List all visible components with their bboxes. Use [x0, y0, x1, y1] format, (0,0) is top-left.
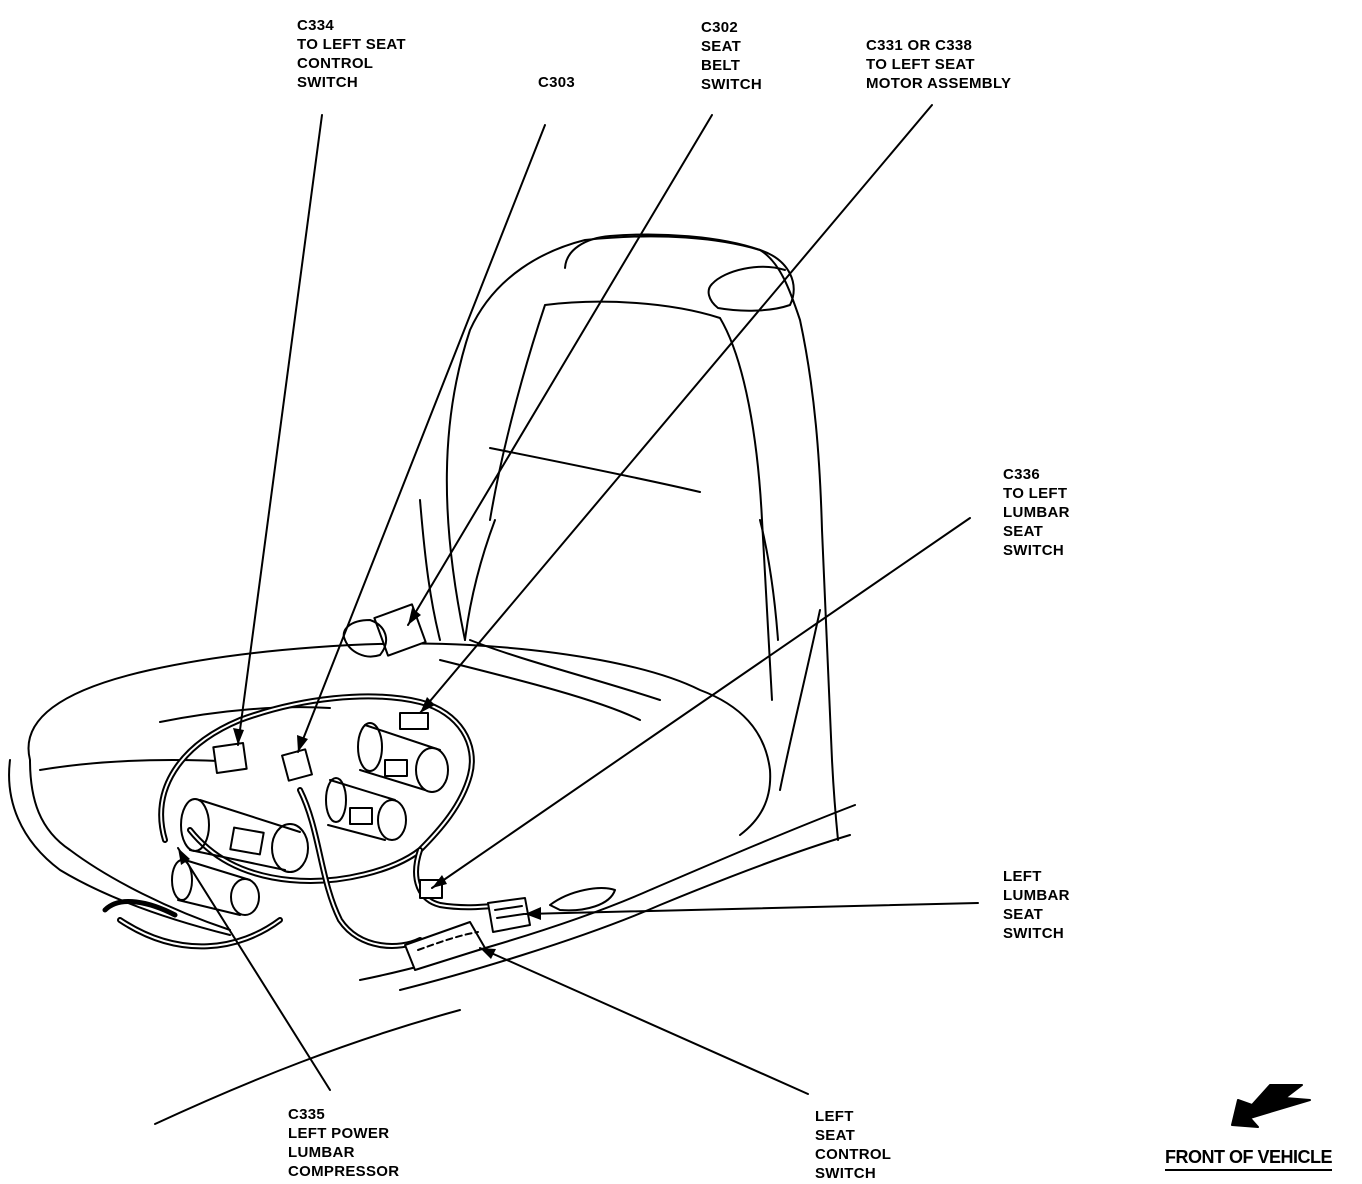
- connector-c331: [399, 712, 429, 730]
- harness-main-loop-inner: [160, 695, 473, 882]
- seat-belt-bracket: [342, 619, 388, 658]
- leader-arrowheads: [178, 608, 541, 959]
- seat-back-stitch: [489, 447, 701, 493]
- left-seat-control-switch: [404, 921, 486, 971]
- seat-motor: [180, 798, 309, 873]
- connector-c335: [229, 826, 265, 856]
- left-lumbar-seat-switch: [487, 897, 531, 933]
- front-of-vehicle-label: FRONT OF VEHICLE: [1165, 1146, 1333, 1171]
- seat-motor: [325, 777, 407, 841]
- seat-motor: [357, 722, 449, 793]
- seat-cushion-front-edge: [8, 759, 231, 936]
- harness-to-switches: [117, 787, 508, 950]
- callout-c303: C303: [538, 74, 576, 91]
- seat-side-pocket: [549, 887, 616, 912]
- callout-c331-c338: C331 OR C338 TO LEFT SEAT MOTOR ASSEMBLY: [866, 37, 1012, 92]
- callout-c336: C336 TO LEFT LUMBAR SEAT SWITCH: [1003, 466, 1070, 559]
- seat-back-bolster: [419, 499, 821, 791]
- connector-c302: [373, 603, 427, 657]
- seat-cushion-rear: [439, 639, 661, 721]
- lumbar-compressor: [171, 859, 260, 916]
- callout-c335: C335 LEFT POWER LUMBAR COMPRESSOR: [288, 1106, 400, 1180]
- seat-back-panel: [489, 300, 773, 701]
- harness-lower-edge: [102, 899, 178, 918]
- seat-back-inner-edge: [464, 519, 779, 641]
- headrest: [564, 233, 795, 312]
- connector-motor: [384, 759, 408, 777]
- leader-lines: [154, 104, 979, 1125]
- callout-c302: C302 SEAT BELT SWITCH: [701, 19, 762, 93]
- connector-c334: [212, 742, 248, 774]
- callout-c334: C334 TO LEFT SEAT CONTROL SWITCH: [297, 17, 406, 91]
- connector-c303: [281, 748, 313, 782]
- seat-cushion-outline: [27, 642, 772, 931]
- seat-back-outline: [445, 235, 839, 841]
- connector-motor: [349, 807, 373, 825]
- front-arrow-icon: [1231, 1084, 1311, 1128]
- callout-left-lumbar-seat-switch: LEFT LUMBAR SEAT SWITCH: [1003, 868, 1070, 942]
- callout-left-seat-control-switch: LEFT SEAT CONTROL SWITCH: [815, 1108, 892, 1182]
